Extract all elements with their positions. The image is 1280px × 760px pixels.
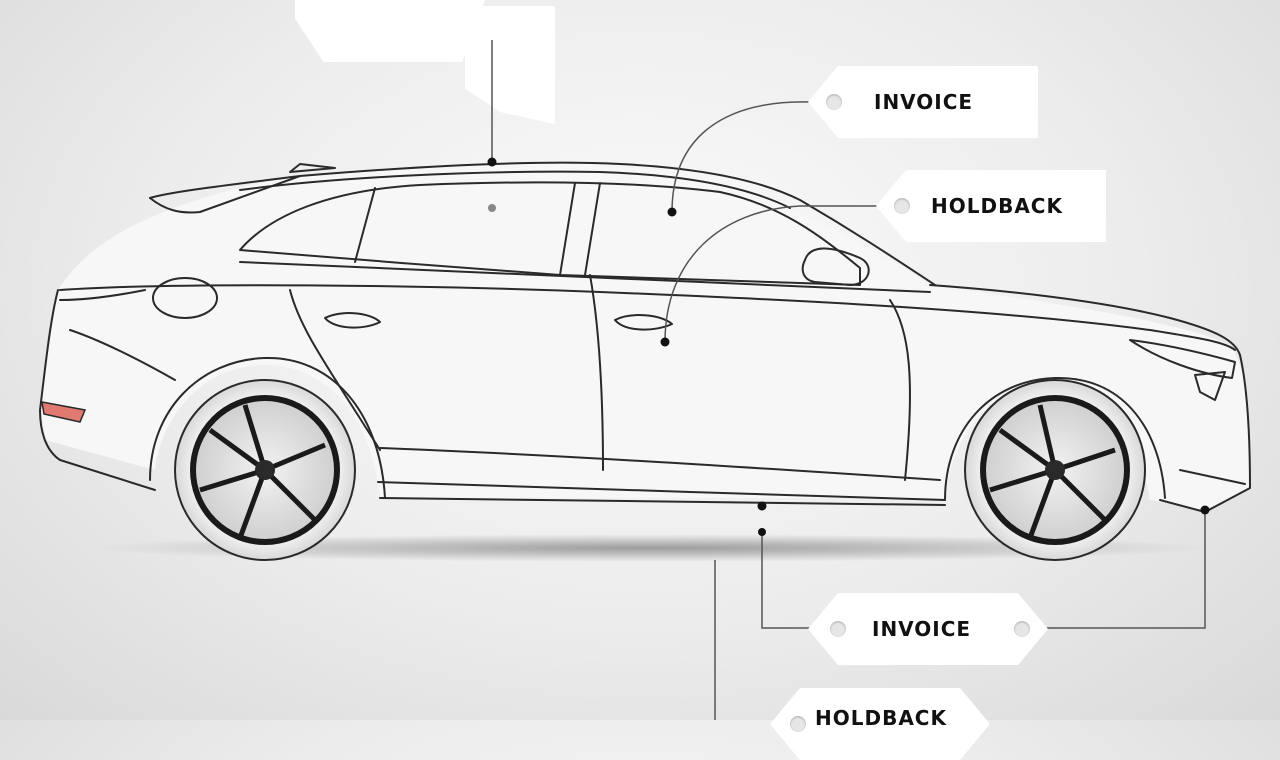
tag-hole-icon — [894, 198, 910, 214]
ground-shadow — [90, 534, 1210, 562]
b-pillar-2 — [584, 182, 601, 276]
front-splitter — [1179, 469, 1246, 485]
headlight — [1129, 339, 1236, 379]
callout-line-holdback-top — [664, 205, 900, 343]
rear-spoiler — [149, 175, 301, 214]
rear-window-divider — [354, 187, 376, 263]
front-wheel — [964, 379, 1146, 561]
holdback-tag-top-label: HOLDBACK — [931, 194, 1063, 218]
shoulder-line — [59, 284, 1236, 351]
front-bumper — [1159, 354, 1251, 513]
rocker-panel-upper — [379, 447, 941, 481]
rear-door-line — [289, 289, 381, 451]
hood-line — [929, 284, 1241, 356]
invoice-tag-bottom: INVOICE — [808, 593, 1048, 665]
callout-dot-window-front — [667, 207, 677, 217]
callout-dot-window — [488, 204, 496, 212]
side-mirror — [801, 247, 870, 286]
car-illustration — [39, 40, 1251, 720]
rear-wheel-arch — [149, 356, 386, 499]
door-split-line — [589, 274, 604, 471]
invoice-tag-bottom-label: INVOICE — [872, 617, 972, 641]
callout-line-invoice-bottom — [761, 532, 830, 629]
callout-dot-roof — [487, 157, 497, 167]
holdback-tag-top: HOLDBACK — [876, 170, 1106, 242]
side-skirt — [379, 497, 946, 506]
callout-dot-rocker — [757, 501, 767, 511]
front-door-line — [889, 299, 911, 481]
rocker-panel-lower — [377, 481, 946, 501]
tag-hole-icon — [826, 94, 842, 110]
rear-wheel — [174, 379, 356, 561]
front-wheel-arch — [944, 376, 1166, 501]
holdback-tag-bottom: HOLDBACK — [770, 688, 990, 760]
callout-dot-door — [660, 337, 670, 347]
roof-line — [149, 161, 936, 286]
folded-paper-sheet — [295, 0, 485, 62]
invoice-tag-top: INVOICE — [808, 66, 1038, 138]
front-door-handle — [614, 314, 673, 331]
belt-line — [239, 261, 931, 293]
holdback-tag-bottom-label: HOLDBACK — [815, 706, 947, 730]
rear-light-line — [59, 289, 146, 301]
callout-dot-bumper — [1200, 505, 1210, 515]
window-outline — [239, 181, 861, 286]
invoice-tag-top-label: INVOICE — [874, 90, 974, 114]
tag-hole-icon — [1014, 621, 1030, 637]
rear-lower-line — [69, 329, 176, 381]
car-body-fill — [40, 163, 1250, 511]
roof-rail — [239, 170, 791, 209]
callout-line-right — [1020, 510, 1206, 629]
b-pillar — [559, 182, 576, 276]
fuel-cap — [152, 277, 218, 319]
antenna — [289, 163, 336, 173]
tag-hole-icon — [830, 621, 846, 637]
rear-door-handle — [324, 312, 381, 329]
tag-hole-icon — [790, 716, 806, 732]
rear-bumper — [39, 289, 156, 491]
callout-dot-rocker-2 — [758, 528, 766, 536]
front-intake — [1194, 371, 1226, 401]
taillight — [41, 401, 87, 423]
callout-line-invoice-top — [671, 101, 835, 213]
